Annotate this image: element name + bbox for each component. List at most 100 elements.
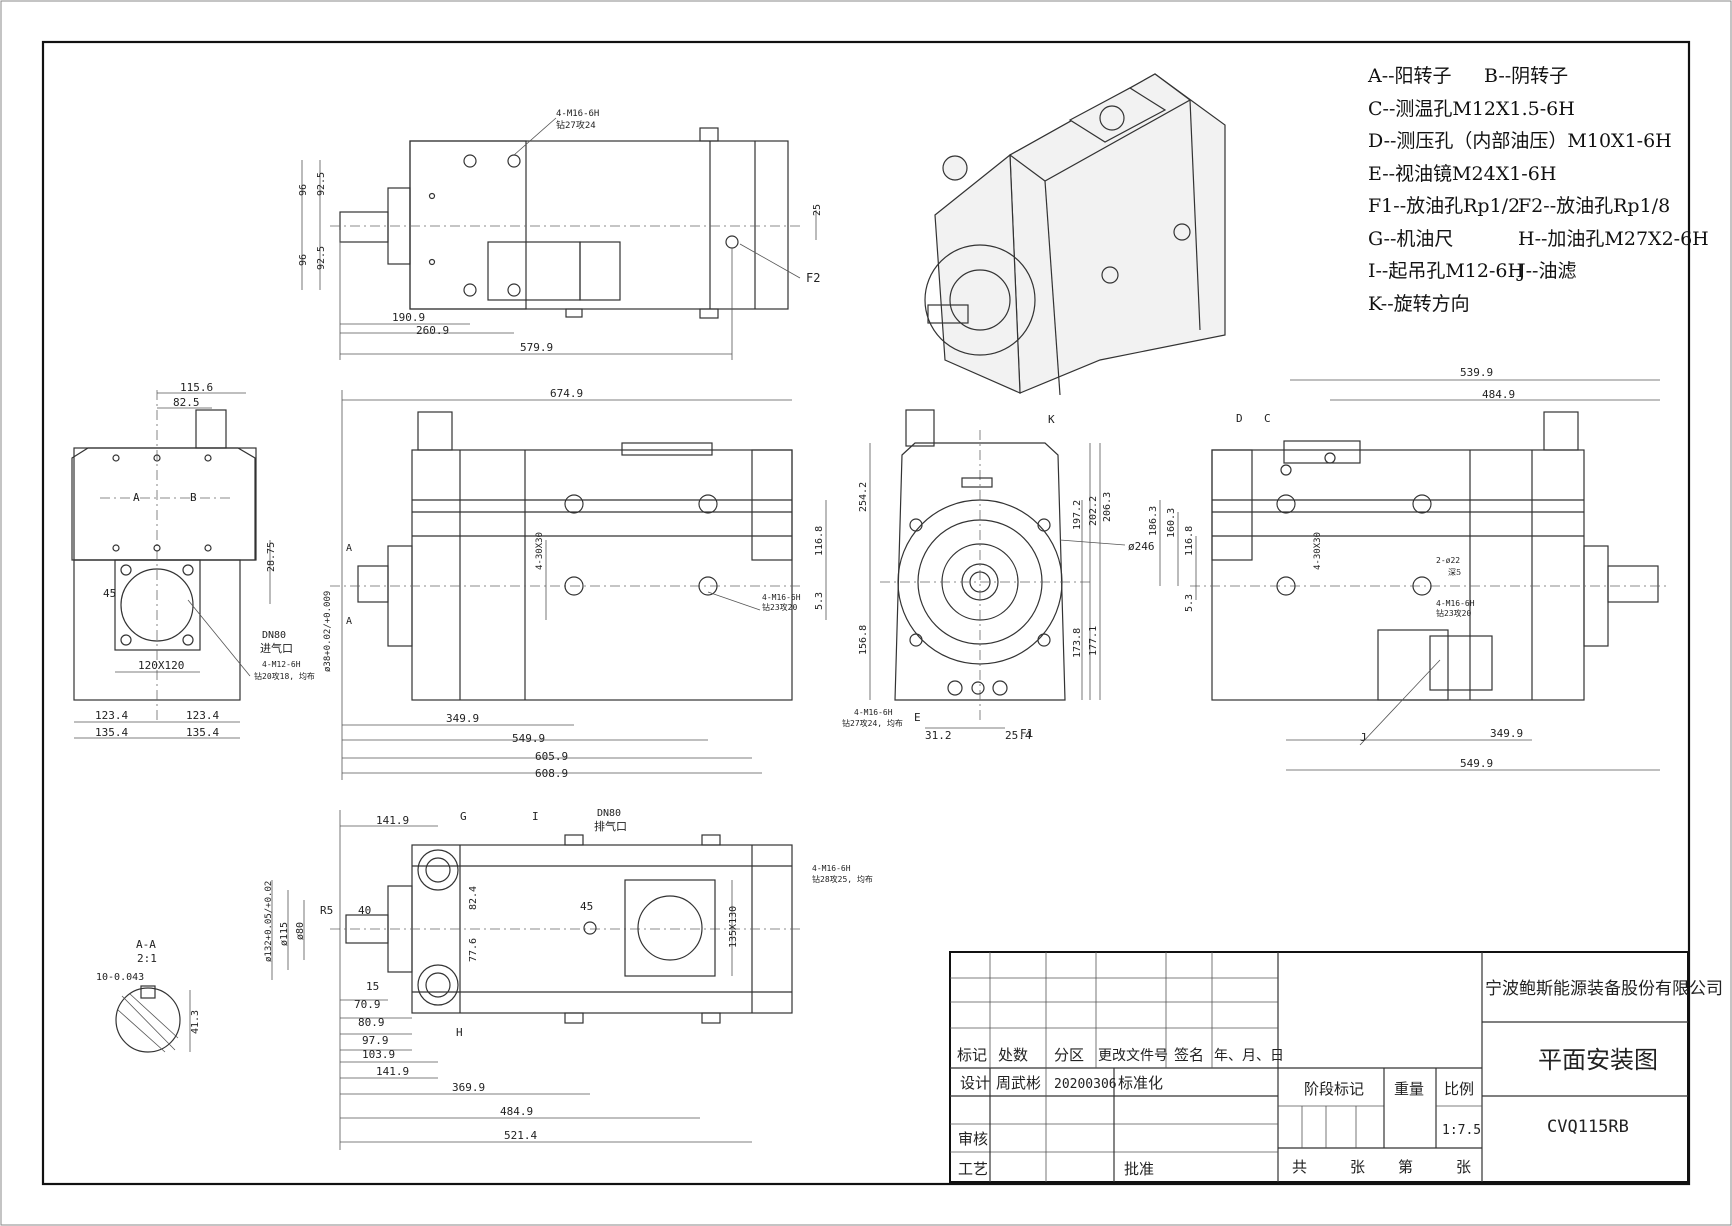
drill-note-20-18: 钻20攻18, 均布 [254, 671, 315, 681]
dim-25: 25 [812, 204, 823, 216]
label-j: J [1360, 731, 1367, 744]
legend-row: E--视油镜M24X1-6H [1368, 158, 1698, 191]
header-count: 处数 [998, 1046, 1028, 1064]
dim-674-9: 674.9 [550, 387, 583, 400]
dim-103-9: 103.9 [362, 1048, 395, 1061]
label-i: I [532, 810, 539, 823]
design-label: 设计 [960, 1074, 990, 1092]
legend-item: H--加油孔M27X2-6H [1518, 227, 1709, 250]
dim-135x130: 135X130 [728, 906, 739, 948]
keyway-depth: 41.3 [190, 1010, 201, 1034]
dim-dia-115: ø115 [279, 922, 290, 946]
dim-92-5-upper: 92.5 [316, 172, 327, 196]
legend-row: C--测温孔M12X1.5-6H [1368, 93, 1698, 126]
angle-45: 45 [580, 900, 593, 913]
header-signature: 签名 [1174, 1046, 1204, 1064]
dim-92-5-lower: 92.5 [316, 246, 327, 270]
legend-row: K--旋转方向 [1368, 288, 1698, 321]
sheet-total-prefix: 共 [1292, 1158, 1307, 1176]
section-aa-annotations: A-A 2:1 10-0.043 41.3 [96, 938, 201, 1034]
dim-5-3-right: 5.3 [1184, 594, 1195, 612]
dim-96-upper: 96 [298, 184, 309, 196]
legend-item: A--阳转子 [1368, 65, 1452, 87]
shaft-diameter-38: ø38+0.02/+0.009 [323, 591, 333, 672]
dim-260-9: 260.9 [416, 324, 449, 337]
section-a-top: A [346, 543, 352, 554]
designer-name: 周武彬 [996, 1074, 1041, 1092]
dim-549-9: 549.9 [512, 732, 545, 745]
legend-item: I--起吊孔M12-6H [1368, 260, 1525, 282]
dim-369-9: 369.9 [452, 1081, 485, 1094]
dim-605-9: 605.9 [535, 750, 568, 763]
dim-31-2: 31.2 [925, 729, 952, 742]
dim-15: 15 [366, 980, 379, 993]
thread-note-m12: 4-M12-6H [262, 660, 301, 669]
legend-row: G--机油尺 H--加油孔M27X2-6H [1368, 223, 1709, 256]
label-f2: F2 [806, 271, 820, 285]
weight-label: 重量 [1394, 1080, 1424, 1098]
dim-197-2: 197.2 [1072, 500, 1083, 530]
title-block-text: 宁波鲍斯能源装备股份有限公司 平面安装图 CVQ115RB 标记 处数 分区 更… [957, 979, 1723, 1178]
hole-2-dia-22: 2-ø22 [1436, 556, 1460, 565]
label-a: A [133, 491, 140, 504]
slot-4-30x30-right: 4-30X30 [1313, 532, 1323, 570]
legend-item: C--测温孔M12X1.5-6H [1368, 97, 1575, 120]
thread-note-front-m16: 4-M16-6H [762, 593, 801, 602]
dim-123-4-left: 123.4 [95, 709, 128, 722]
dim-dia-246: ø246 [1128, 540, 1155, 553]
dim-80-9: 80.9 [358, 1016, 385, 1029]
hole-depth-5: 深5 [1448, 568, 1461, 577]
end-view [869, 409, 1126, 729]
legend-item: G--机油尺 [1368, 227, 1454, 250]
slot-4-30x30: 4-30X30 [535, 532, 545, 570]
legend-item: F2--放油孔Rp1/8 [1518, 195, 1671, 217]
dim-135-4-right: 135.4 [186, 726, 219, 739]
dim-177-1: 177.1 [1088, 626, 1099, 656]
dim-206-3: 206.3 [1102, 492, 1113, 522]
top-view [301, 117, 817, 360]
section-aa-title: A-A [136, 938, 156, 951]
dim-135-4-left: 135.4 [95, 726, 128, 739]
dim-160-3: 160.3 [1166, 508, 1177, 538]
standardization-label: 标准化 [1118, 1074, 1163, 1092]
section-aa [115, 985, 191, 1053]
dim-77-6: 77.6 [468, 938, 479, 962]
scale-value: 1:7.5 [1442, 1123, 1481, 1138]
sheet-number-prefix: 第 [1398, 1158, 1413, 1176]
sheet-number-suffix: 张 [1456, 1158, 1471, 1176]
label-k: K [1048, 413, 1055, 426]
title-block [949, 951, 1689, 1183]
dim-349-9-right: 349.9 [1490, 727, 1523, 740]
process-label: 工艺 [958, 1160, 988, 1178]
right-view [1159, 379, 1670, 771]
thread-note-right-m16: 4-M16-6H [1436, 599, 1475, 608]
section-a-bottom: A [346, 616, 352, 627]
dim-521-4: 521.4 [504, 1129, 537, 1142]
header-date: 年、月、日 [1214, 1048, 1284, 1064]
dim-349-9: 349.9 [446, 712, 479, 725]
dim-186-3: 186.3 [1148, 506, 1159, 536]
dim-116-8: 116.8 [814, 526, 825, 556]
drill-note-23-20-right: 钻23攻20 [1436, 608, 1471, 618]
drill-note-23-20: 钻23攻20 [762, 602, 797, 612]
bottom-view-annotations: 141.9 15 70.9 80.9 97.9 103.9 141.9 369.… [264, 808, 873, 1142]
dim-96-lower: 96 [298, 254, 309, 266]
dim-141-9-bottom: 141.9 [376, 1065, 409, 1078]
dim-82-4: 82.4 [468, 886, 479, 910]
label-b: B [190, 491, 197, 504]
outlet-label: 排气口 [594, 819, 627, 833]
legend-row: F1--放油孔Rp1/2F2--放油孔Rp1/8 [1368, 190, 1698, 223]
end-view-annotations: 254.2 197.2 202.2 206.3 156.8 173.8 177.… [842, 413, 1155, 742]
dim-141-9-top: 141.9 [376, 814, 409, 827]
dim-5-3: 5.3 [814, 592, 825, 610]
dim-25-4: 25.4 [1005, 729, 1032, 742]
front-view-annotations: 674.9 349.9 549.9 605.9 608.9 116.8 5.3 … [346, 387, 825, 780]
keyway-width: 10-0.043 [96, 972, 144, 983]
drill-note-27-24: 钻27攻24 [556, 119, 596, 131]
dim-549-9-right: 549.9 [1460, 757, 1493, 770]
header-change-doc: 更改文件号 [1098, 1048, 1168, 1064]
scale-label: 比例 [1444, 1080, 1474, 1098]
